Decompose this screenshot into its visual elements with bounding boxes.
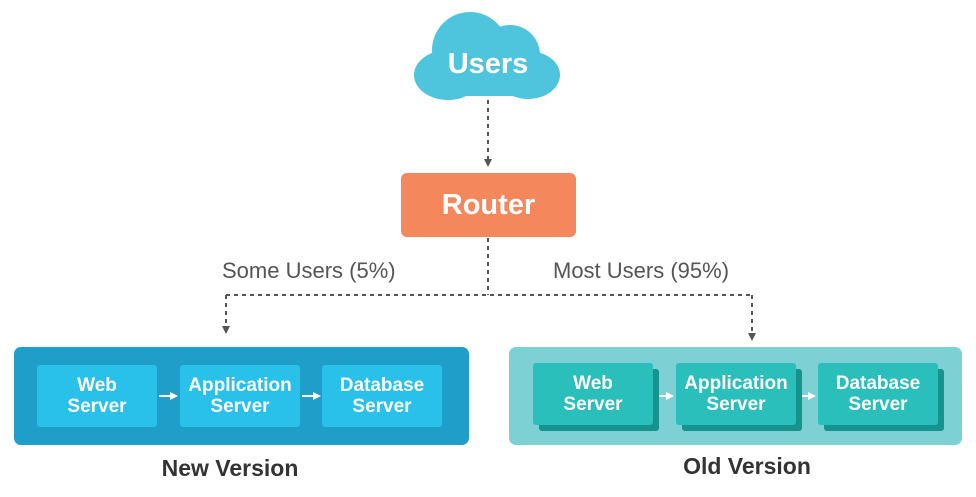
users-label: Users xyxy=(447,48,529,80)
old-web-server-line2: Server xyxy=(563,394,623,415)
old-app-server-line1: Application xyxy=(684,373,788,394)
new-version-caption: New Version xyxy=(161,455,299,481)
new-web-server-line1: Web xyxy=(77,375,117,396)
old-db-server-line1: Database xyxy=(835,373,921,394)
most-users-label: Most Users (95%) xyxy=(553,258,730,283)
old-app-server-line2: Server xyxy=(706,394,766,415)
old-db-server-line2: Server xyxy=(848,394,908,415)
new-db-server-line1: Database xyxy=(339,375,425,396)
new-web-server-line2: Server xyxy=(67,396,127,417)
users-cloud-icon xyxy=(414,12,560,100)
old-env-arrows xyxy=(659,392,816,400)
new-db-server-line2: Server xyxy=(352,396,412,417)
some-users-label: Some Users (5%) xyxy=(222,258,396,283)
old-web-server-line1: Web xyxy=(573,373,613,394)
router-box: Router xyxy=(401,173,576,237)
old-version-caption: Old Version xyxy=(683,453,811,479)
new-app-server-line2: Server xyxy=(210,396,270,417)
router-label: Router xyxy=(441,188,536,221)
new-env-arrows xyxy=(159,392,321,400)
new-app-server-line1: Application xyxy=(188,375,292,396)
